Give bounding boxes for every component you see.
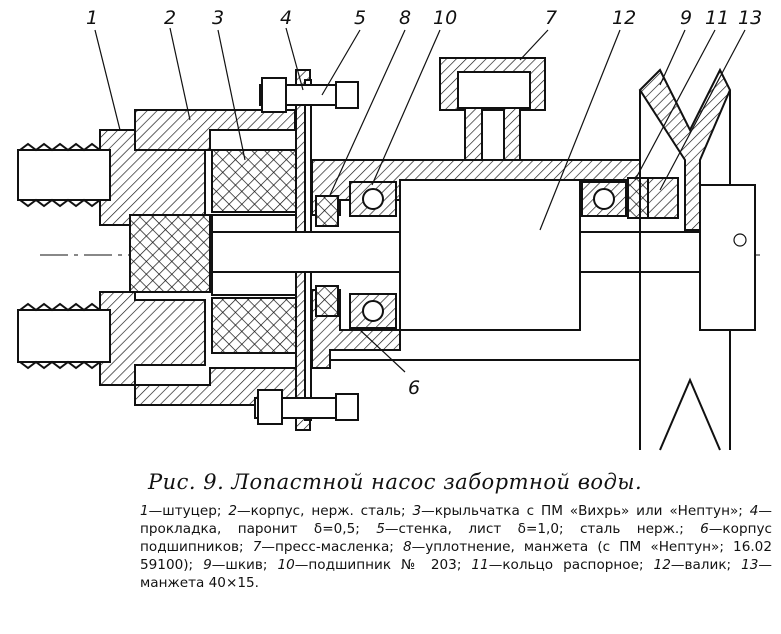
callout-6: 6 <box>408 377 420 399</box>
legend-entry: 5—стенка, лист δ=1,0; сталь нерж.; <box>376 521 700 537</box>
legend-entry: 9—шкив; <box>203 557 277 573</box>
legend-number: 9 <box>203 557 212 573</box>
callout-2: 2 <box>164 7 176 29</box>
legend-text: —подшипник № 203; <box>294 557 472 573</box>
bolt-upper <box>259 77 359 113</box>
legend-number: 3 <box>412 503 422 519</box>
legend-entry: 2—корпус, нерж. сталь; <box>228 503 412 519</box>
legend-entry: 3—крыльчатка с ПМ «Вихрь» или «Нептун»; <box>412 503 749 519</box>
legend-entry: 1—штуцер; <box>140 503 228 519</box>
spacer-ring <box>627 177 649 219</box>
legend-text: —корпус, нерж. сталь; <box>236 503 413 519</box>
legend-number: 4 <box>749 503 759 519</box>
figure-caption-title: Рис. 9. Лопастной насос забортной воды. <box>148 470 643 494</box>
fitting-lower <box>17 291 206 386</box>
seal <box>315 195 339 317</box>
legend-entry: 12—валик; <box>654 557 742 573</box>
callout-12: 12 <box>612 7 636 29</box>
legend-text: —прокладка, паронит δ=0,5; <box>140 503 772 537</box>
callout-labels: 1 2 3 4 5 8 10 7 12 9 11 13 6 <box>86 7 762 399</box>
callout-10: 10 <box>433 7 457 29</box>
legend-text: —крыльчатка с ПМ «Вихрь» или «Нептун»; <box>421 503 750 519</box>
grease-cup <box>439 57 546 161</box>
legend-text: —пресс-масленка; <box>261 539 403 555</box>
legend-entry: 10—подшипник № 203; <box>277 557 471 573</box>
legend-text: —корпус подшипников; <box>140 521 772 555</box>
legend-number: 1 <box>140 503 149 519</box>
figure-legend: 1—штуцер; 2—корпус, нерж. сталь; 3—крыль… <box>140 502 772 592</box>
fitting-upper <box>17 129 206 226</box>
pump-drawing: 1 2 3 4 5 8 10 7 12 9 11 13 6 <box>17 7 762 451</box>
legend-number: 5 <box>376 521 385 537</box>
legend-number: 6 <box>700 521 709 537</box>
legend-entry: 13—манжета 40×15. <box>140 557 772 591</box>
pump-housing <box>129 109 301 406</box>
callout-11: 11 <box>705 7 729 29</box>
legend-number: 7 <box>252 539 262 555</box>
legend-entry: 8—уплотнение, манжета (с ПМ «Нептун»; 16… <box>140 539 772 573</box>
callout-4: 4 <box>280 7 292 29</box>
legend-text: —уплотнение, манжета (с ПМ «Нептун»; 16.… <box>140 539 772 573</box>
legend-number: 11 <box>471 557 489 573</box>
legend-number: 10 <box>277 557 295 573</box>
legend-text: —манжета 40×15. <box>140 557 773 591</box>
legend-text: —штуцер; <box>148 503 229 519</box>
legend-entry: 7—пресс-масленка; <box>253 539 403 555</box>
legend-entry: 11—кольцо распорное; <box>471 557 653 573</box>
callout-9: 9 <box>680 7 692 29</box>
callout-7: 7 <box>545 7 557 29</box>
callout-13: 13 <box>738 7 762 29</box>
legend-number: 8 <box>403 539 412 555</box>
legend-text: —кольцо распорное; <box>488 557 654 573</box>
legend-number: 2 <box>228 503 237 519</box>
leader-lines <box>94 27 746 373</box>
legend-entry: 6—корпус подшипников; <box>140 521 772 555</box>
callout-1: 1 <box>86 7 98 29</box>
legend-number: 13 <box>741 557 759 573</box>
legend-text: —валик; <box>670 557 742 573</box>
legend-entry: 4—прокладка, паронит δ=0,5; <box>140 503 772 537</box>
pulley <box>638 67 756 451</box>
legend-text: —стенка, лист δ=1,0; сталь нерж.; <box>384 521 701 537</box>
callout-3: 3 <box>212 7 224 29</box>
callout-5: 5 <box>354 7 366 29</box>
bolt-lower <box>254 389 359 425</box>
bearing-right <box>581 181 627 217</box>
callout-8: 8 <box>399 7 411 29</box>
legend-number: 12 <box>653 557 671 573</box>
legend-text: —шкив; <box>211 557 278 573</box>
